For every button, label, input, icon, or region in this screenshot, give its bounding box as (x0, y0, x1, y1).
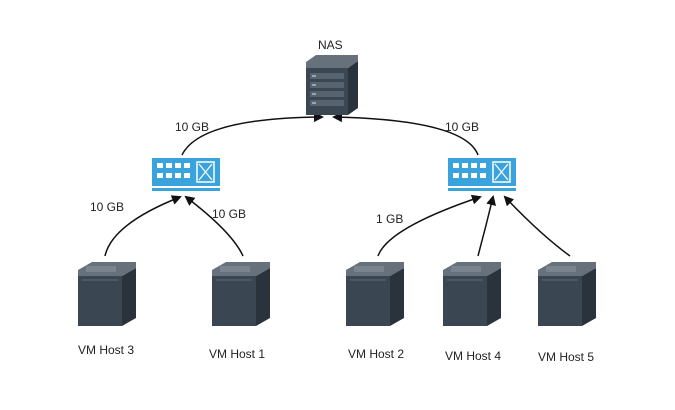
right-switch (448, 158, 516, 191)
left-switch (152, 158, 220, 191)
host-label-3: VM Host 3 (78, 343, 135, 357)
host-label-4: VM Host 4 (445, 349, 502, 363)
server-host-2 (345, 261, 405, 327)
host-label-5: VM Host 5 (538, 350, 595, 364)
link-label-right-switch-nas: 10 GB (445, 120, 480, 134)
link-host1-left-switch (184, 195, 244, 257)
host-label-1: VM Host 1 (209, 347, 266, 361)
server-host-1 (211, 261, 271, 327)
host-label-2: VM Host 2 (348, 347, 405, 361)
link-host3-left-switch (104, 195, 182, 257)
link-host2-right-switch (377, 194, 482, 257)
server-host-5 (537, 261, 597, 327)
link-host5-right-switch (503, 195, 571, 257)
link-right-switch-nas (332, 112, 479, 156)
server-host-3 (77, 261, 137, 327)
link-left-switch-nas (181, 112, 324, 156)
link-label-host3: 10 GB (90, 200, 125, 214)
server-host-4 (442, 261, 502, 327)
link-label-left-switch-nas: 10 GB (175, 120, 210, 134)
nas-device (306, 55, 358, 115)
link-label-host1: 10 GB (212, 207, 247, 221)
link-host4-right-switch (477, 195, 496, 257)
link-label-host2: 1 GB (376, 212, 404, 226)
connections (104, 112, 571, 257)
nas-label: NAS (318, 38, 343, 52)
